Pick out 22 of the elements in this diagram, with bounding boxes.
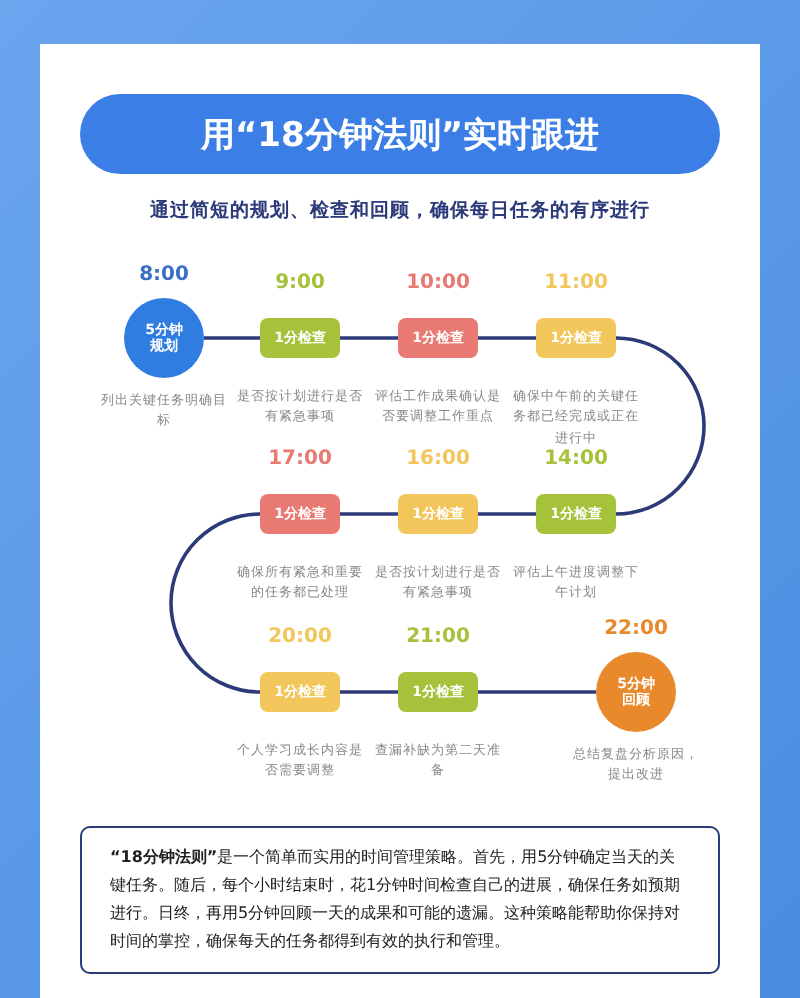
- timeline-line: [340, 512, 398, 516]
- timeline-line: [204, 336, 260, 340]
- timeline-line: [478, 512, 536, 516]
- summary-box: “18分钟法则”是一个简单而实用的时间管理策略。首先，用5分钟确定当天的关键任务。随后，每个小时结束时，花1分钟时间检查自己的进展，确保任务如预期进行。日终，再用5分钟回顾一天的成果和可能的遗漏。这种策略能帮助你保持对时间的掌控，确保每天的任务都得到有效的执行和管理。: [80, 826, 720, 974]
- time-label: 20:00: [266, 626, 334, 650]
- time-label: 17:00: [266, 448, 334, 472]
- timeline-line: [169, 512, 261, 694]
- timeline-line: [340, 336, 398, 340]
- time-label: 10:00: [404, 272, 472, 296]
- timeline-line: [478, 690, 596, 694]
- subtitle: 通过简短的规划、检查和回顾，确保每日任务的有序进行: [148, 198, 652, 224]
- timeline-line: [615, 336, 706, 516]
- time-label: 22:00: [602, 618, 670, 642]
- time-label: 16:00: [404, 448, 472, 472]
- time-label: 8:00: [137, 264, 191, 288]
- timeline-line: [478, 336, 536, 340]
- timeline-line: [340, 690, 398, 694]
- title-banner: 用“18分钟法则”实时跟进: [80, 94, 720, 174]
- time-label: 11:00: [542, 272, 610, 296]
- time-label: 9:00: [273, 272, 327, 296]
- time-label: 14:00: [542, 448, 610, 472]
- time-label: 21:00: [404, 626, 472, 650]
